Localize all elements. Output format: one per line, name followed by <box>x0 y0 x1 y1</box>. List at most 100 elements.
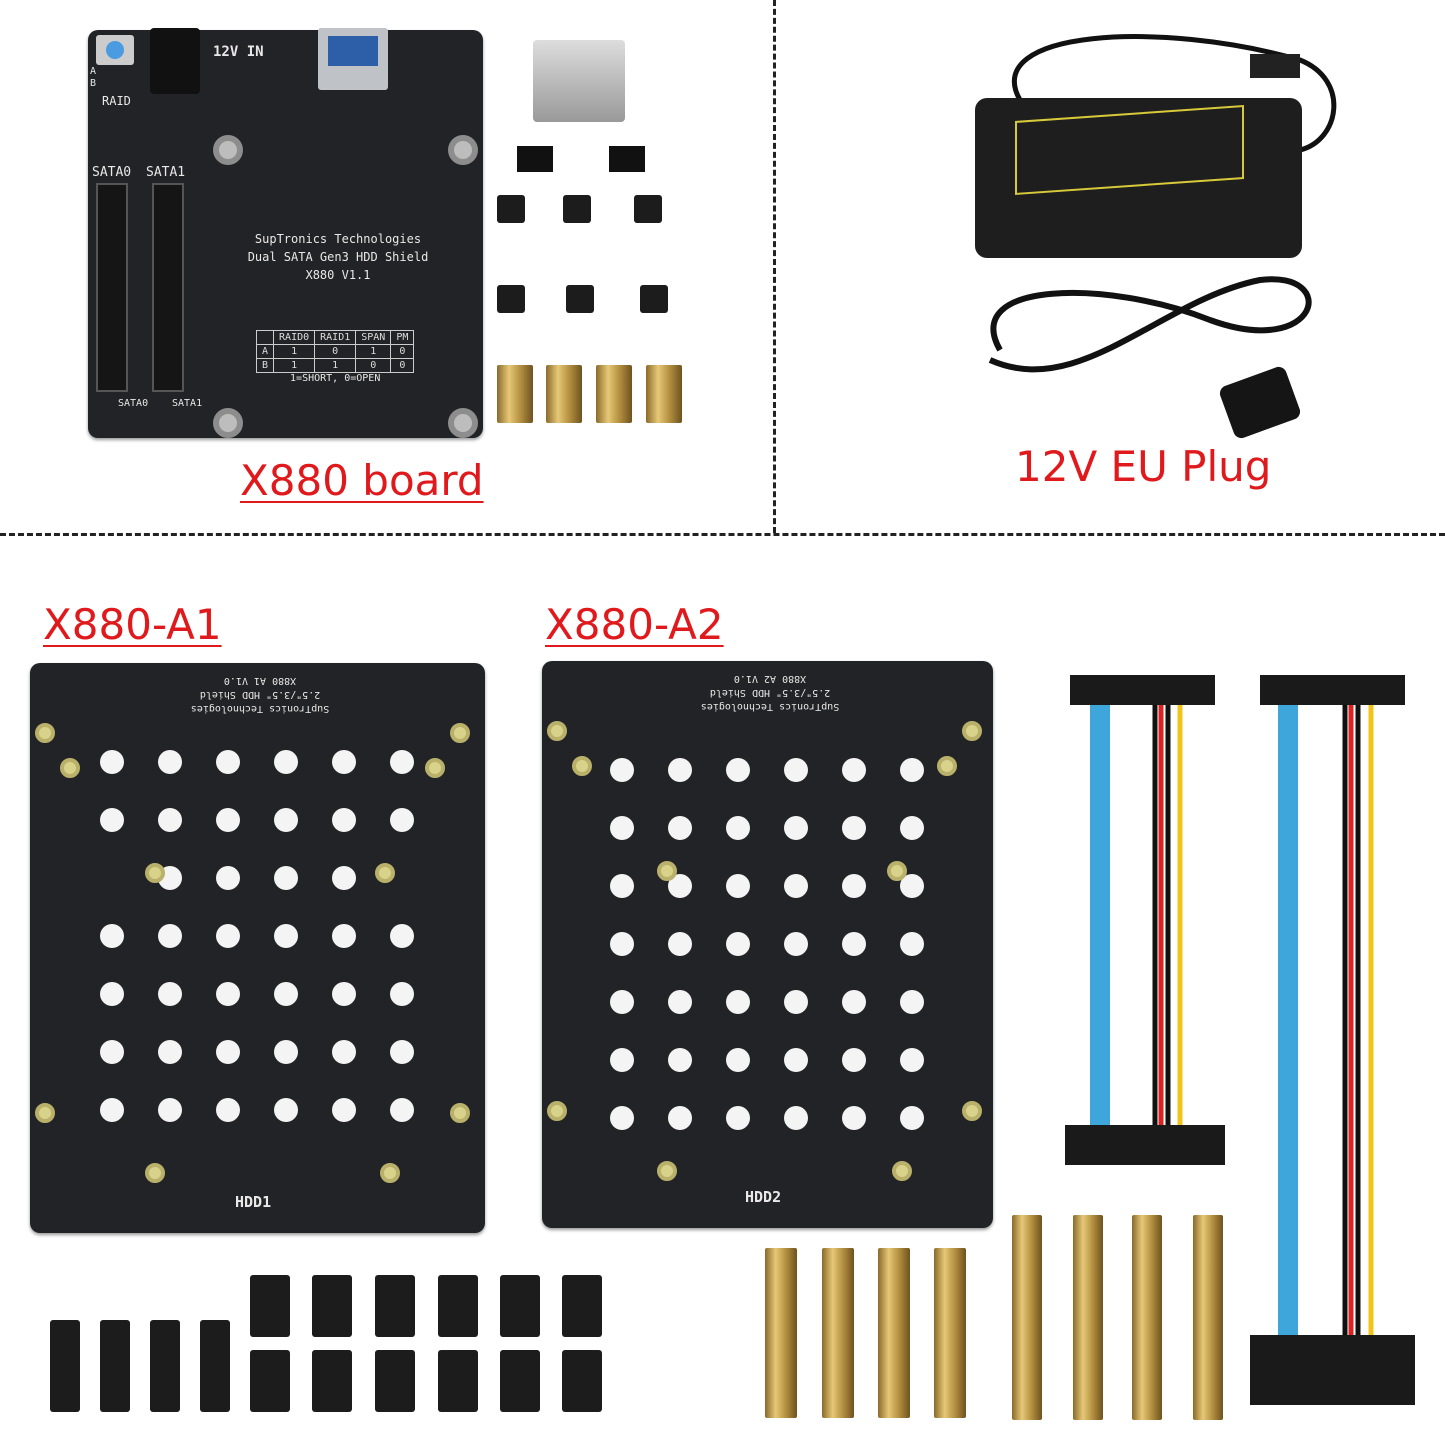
mount-hole <box>332 982 356 1006</box>
plate-a1-silkscreen: SupTronics Technologies 2.5"/3.5" HDD Sh… <box>180 673 340 715</box>
mount-hole <box>390 808 414 832</box>
mount-hole <box>668 1048 692 1072</box>
mount-hole <box>668 1106 692 1130</box>
standoff-pad <box>962 721 982 741</box>
mount-hole <box>158 808 182 832</box>
mount-hole <box>842 990 866 1014</box>
mount-hole <box>390 750 414 774</box>
board-brand: SupTronics Technologies <box>254 232 422 246</box>
mount-hole <box>842 1048 866 1072</box>
standoff-pad <box>657 861 677 881</box>
mount-hole <box>784 874 808 898</box>
standoff-pad <box>962 1101 982 1121</box>
board-silkscreen: SupTronics Technologies Dual SATA Gen3 H… <box>238 230 438 284</box>
mount-hole <box>216 924 240 948</box>
mount-hole <box>900 932 924 956</box>
brass-standoff <box>1012 1215 1042 1420</box>
mount-hole <box>610 1106 634 1130</box>
standoff-pad <box>657 1161 677 1181</box>
jumper-b-label: B <box>90 78 97 89</box>
mount-hole <box>842 758 866 782</box>
brass-standoff <box>1193 1215 1223 1420</box>
mount-hole <box>900 1048 924 1072</box>
mount-hole <box>274 808 298 832</box>
sata1-connector <box>152 183 184 392</box>
hdd2-label: HDD2 <box>745 1188 782 1206</box>
mount-hole <box>668 932 692 956</box>
sata0-connector <box>96 183 128 392</box>
standoff-pad <box>450 723 470 743</box>
mount-hole <box>216 750 240 774</box>
raid-button <box>96 35 134 65</box>
mount-hole <box>726 990 750 1014</box>
mount-hole <box>784 816 808 840</box>
brass-standoff <box>1073 1215 1103 1420</box>
standoff-pad <box>145 863 165 883</box>
x880-a1-label: X880-A1 <box>43 600 222 649</box>
mount-hole <box>332 924 356 948</box>
screw <box>563 195 591 223</box>
standoff-pad <box>572 756 592 776</box>
vertical-divider <box>773 0 776 533</box>
mount-hole <box>842 1106 866 1130</box>
mount-hole <box>216 1098 240 1122</box>
mount-hole <box>100 982 124 1006</box>
raid-label: RAID <box>102 94 131 108</box>
sata0-label: SATA0 <box>92 165 132 180</box>
jumper-a-label: A <box>90 66 97 77</box>
standoff-pad <box>887 861 907 881</box>
horizontal-divider <box>0 533 1445 536</box>
mount-hole <box>900 816 924 840</box>
board-version: X880 V1.1 <box>305 268 371 282</box>
led-sata0-label: SATA0 <box>118 398 149 409</box>
brass-standoff <box>878 1248 910 1418</box>
screw <box>562 1275 602 1337</box>
standoff-pad <box>380 1163 400 1183</box>
screw <box>562 1350 602 1412</box>
screw <box>438 1350 478 1412</box>
mount-hole <box>726 932 750 956</box>
screw <box>250 1350 290 1412</box>
mount-hole <box>726 1048 750 1072</box>
mount-hole <box>216 866 240 890</box>
x880-board-label: X880 board <box>240 456 484 505</box>
screw <box>497 195 525 223</box>
mount-hole <box>610 990 634 1014</box>
eu-plug-label: 12V EU Plug <box>1015 442 1272 491</box>
plate-brand: SupTronics Technologies <box>190 703 330 714</box>
x880-a1-plate: SupTronics Technologies 2.5"/3.5" HDD Sh… <box>30 663 485 1233</box>
mount-hole <box>390 982 414 1006</box>
mount-hole <box>610 758 634 782</box>
standoff-pad <box>425 758 445 778</box>
standoff-pad <box>35 723 55 743</box>
brass-standoff <box>822 1248 854 1418</box>
mount-hole <box>100 924 124 948</box>
adapter-label-sticker <box>1015 104 1244 196</box>
mount-hole <box>726 758 750 782</box>
screw <box>566 285 594 313</box>
standoff-pad <box>60 758 80 778</box>
sata-cables <box>1065 675 1415 1405</box>
mount-hole <box>158 924 182 948</box>
standoff-pad <box>35 1103 55 1123</box>
mount-hole <box>726 1106 750 1130</box>
mount-hole <box>332 1098 356 1122</box>
mount-hole <box>610 816 634 840</box>
plate-description: 2.5"/3.5" HDD Shield <box>199 689 321 700</box>
led-sata1-label: SATA1 <box>172 398 203 409</box>
mount-hole <box>784 1106 808 1130</box>
mount-hole <box>726 874 750 898</box>
standoff-pad <box>450 1103 470 1123</box>
standoff-pad <box>375 863 395 883</box>
mount-hole <box>216 1040 240 1064</box>
mount-hole <box>842 816 866 840</box>
x880-a2-plate: SupTronics Technologies 2.5"/3.5" HDD Sh… <box>542 661 993 1228</box>
screw <box>500 1350 540 1412</box>
x880-a2-label: X880-A2 <box>545 600 724 649</box>
mount-hole <box>332 866 356 890</box>
screw <box>250 1275 290 1337</box>
mount-hole <box>784 990 808 1014</box>
screw <box>375 1275 415 1337</box>
mount-hole <box>274 924 298 948</box>
